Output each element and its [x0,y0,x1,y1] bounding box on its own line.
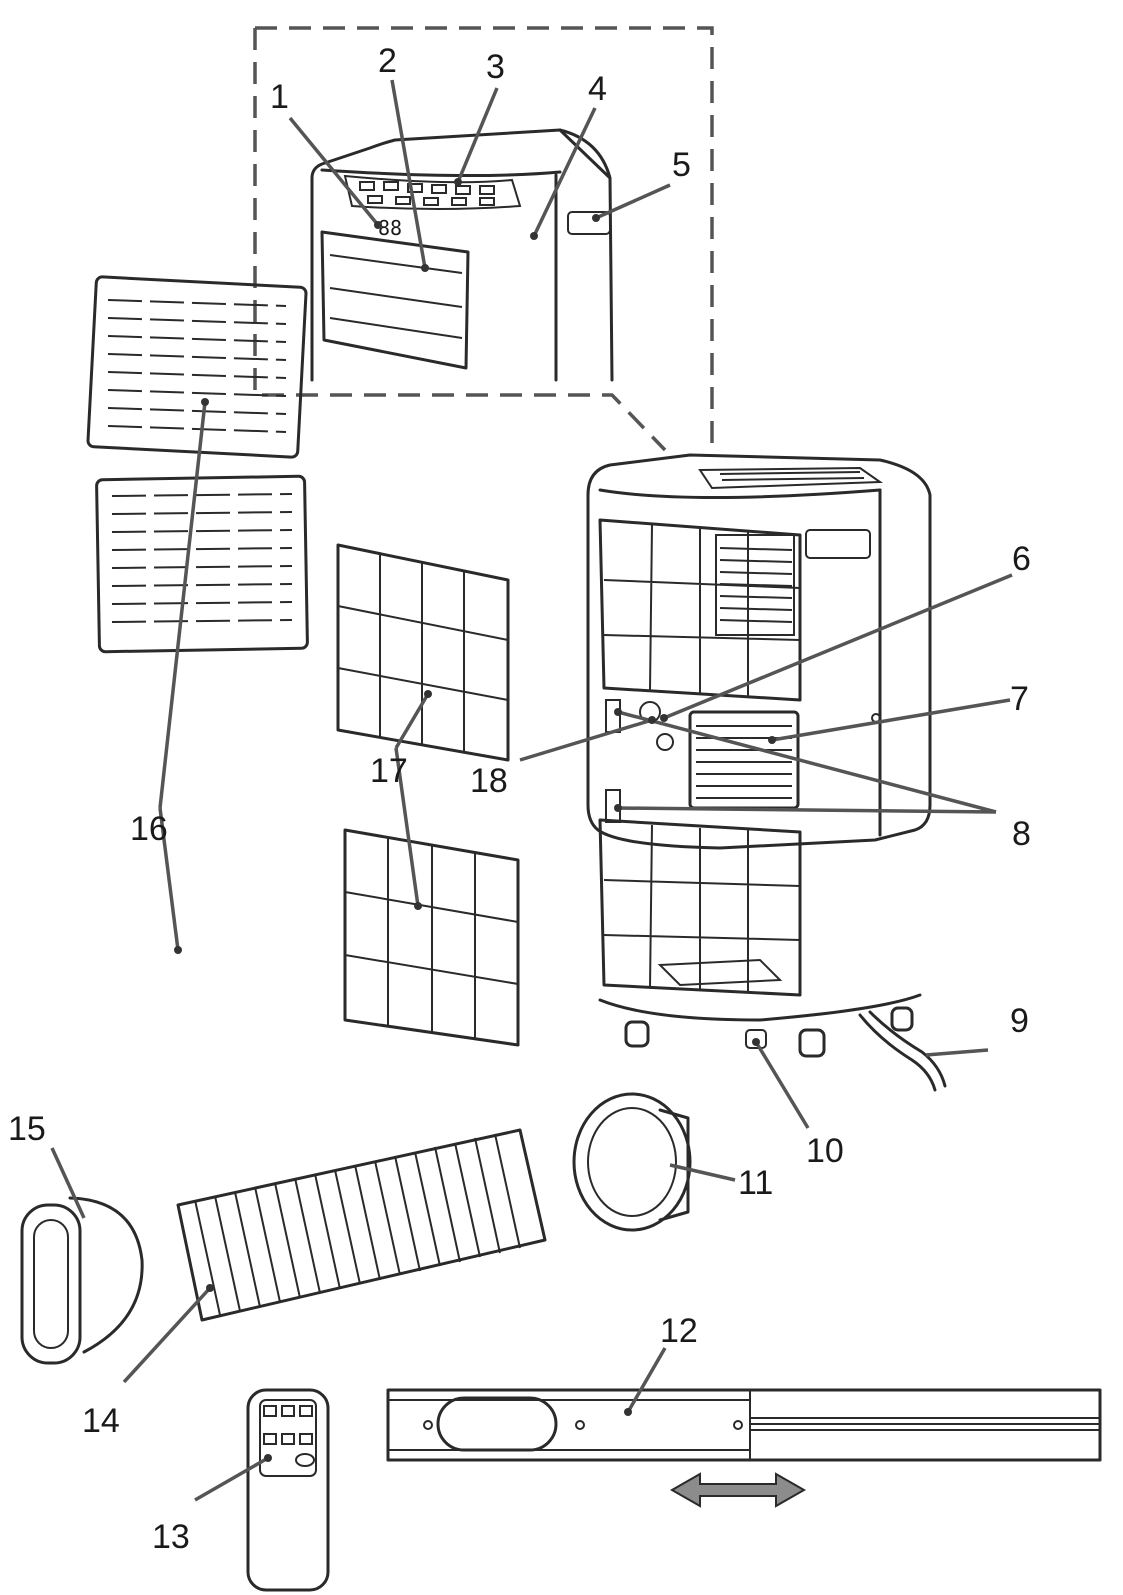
exhaust-grille [688,710,800,810]
upper-filter-frame [598,518,802,702]
callout-4: 4 [588,70,607,108]
callout-11: 11 [738,1164,773,1202]
filter-16-top [86,275,308,459]
power-cord [858,1010,947,1092]
callout-8: 8 [1012,815,1031,853]
lower-filter-frame [598,818,802,997]
callout-10: 10 [806,1132,844,1170]
callout-2: 2 [378,42,397,80]
callout-18: 18 [470,762,508,800]
led-display-readout: 88 [378,216,402,240]
callout-13: 13 [152,1518,190,1556]
slide-direction-arrow [669,1472,807,1508]
callout-5: 5 [672,146,691,184]
callout-9: 9 [1010,1002,1029,1040]
remote-control [246,1388,330,1592]
callout-16a: 16 [130,810,168,848]
callout-12: 12 [660,1312,698,1350]
callout-17a: 17 [370,752,408,790]
air-conditioner-unit [586,453,947,1092]
exhaust-hose [176,1128,547,1322]
filter-17-top [336,543,510,762]
callout-1: 1 [270,78,289,116]
filter-17-bottom [343,828,520,1047]
window-slider-kit [386,1388,1102,1462]
callout-3: 3 [486,48,505,86]
unit-top-closeup: 88 [310,128,614,382]
caster-wheels [624,1006,914,1058]
detail-zoom-frame [253,26,714,455]
filter-16-bottom [95,474,309,654]
callout-7: 7 [1010,680,1029,718]
callout-15: 15 [8,1110,46,1148]
window-nozzle [20,1196,144,1365]
front-louver-panel [320,230,470,370]
hose-adaptor [572,1092,692,1232]
callout-labels: 1 2 3 4 5 6 7 8 9 10 11 12 13 14 15 16 1… [8,42,1031,1556]
control-panel-buttons [359,181,495,206]
callout-6: 6 [1012,540,1031,578]
callout-14: 14 [82,1402,120,1440]
leader-lines [50,79,1013,1502]
